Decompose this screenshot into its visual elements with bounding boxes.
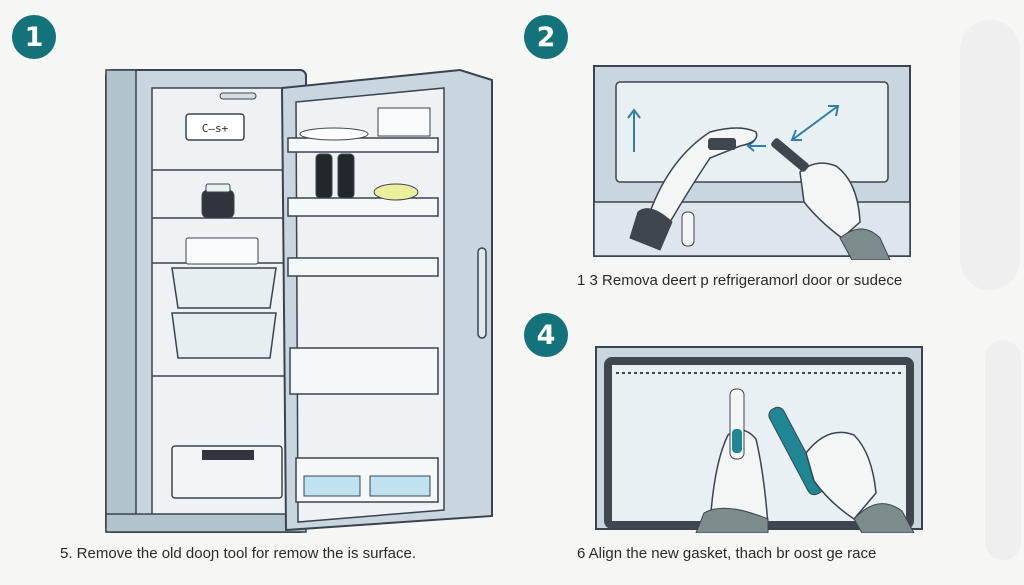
paper-texture xyxy=(960,20,1020,290)
sleeve xyxy=(695,507,769,533)
dial-strip xyxy=(202,450,254,460)
double-arrow-icon xyxy=(790,105,840,141)
butter-box xyxy=(377,107,431,137)
plate xyxy=(299,127,369,141)
door-inner-liner xyxy=(295,87,445,523)
up-arrow-icon xyxy=(627,108,641,152)
bottle xyxy=(315,153,333,199)
teal-handle-tool xyxy=(768,406,824,496)
paper-texture xyxy=(985,340,1021,560)
door-handle xyxy=(477,247,487,339)
bowl xyxy=(373,183,419,201)
scraper-tool xyxy=(771,138,809,172)
interior-light xyxy=(219,92,257,100)
step-4-caption: 6 Align the new gasket, thach br oost ge… xyxy=(577,545,877,562)
jar xyxy=(201,189,235,219)
bottle xyxy=(337,153,355,199)
crisper-drawer xyxy=(171,267,277,309)
door-bin xyxy=(289,347,439,395)
door-bin xyxy=(287,137,439,153)
bottom-drawer xyxy=(171,445,283,499)
right-gloved-hand xyxy=(805,431,877,520)
step-2-illustration xyxy=(590,62,915,260)
fridge-base xyxy=(105,513,307,533)
door-gasket-removal-illustration xyxy=(593,65,911,260)
step-2-caption: 1 3 Remova deert p refrigeramorl door or… xyxy=(577,272,903,289)
step-badge-1: 1 xyxy=(12,15,56,59)
jar-lid xyxy=(205,183,231,193)
open-refrigerator-illustration: C–s+ xyxy=(105,68,493,533)
control-panel xyxy=(185,113,245,141)
step-badge-2: 2 xyxy=(524,15,568,59)
gasket-tool-grip xyxy=(732,429,742,453)
right-gloved-hand xyxy=(799,162,861,239)
gasket-strip xyxy=(708,138,736,150)
sleeve xyxy=(839,228,891,260)
door-bin xyxy=(287,257,439,277)
new-gasket-alignment-illustration xyxy=(595,346,923,533)
sleeve xyxy=(629,208,673,251)
control-panel-label: C–s+ xyxy=(202,122,229,135)
door-bin xyxy=(287,197,439,217)
fridge-side-edge xyxy=(105,69,137,533)
step-1-illustration: C–s+ xyxy=(100,58,500,538)
crisper-drawer xyxy=(171,312,277,359)
step-4-illustration xyxy=(592,343,927,533)
blue-tray xyxy=(369,475,431,497)
step-badge-4: 4 xyxy=(524,313,568,357)
step-1-caption: 5. Remove the old dooɲ tool for remow th… xyxy=(60,545,417,562)
food-container xyxy=(185,237,259,265)
left-gloved-hand xyxy=(649,127,758,223)
small-tool xyxy=(681,211,695,247)
blue-tray xyxy=(303,475,361,497)
sleeve xyxy=(853,503,915,533)
